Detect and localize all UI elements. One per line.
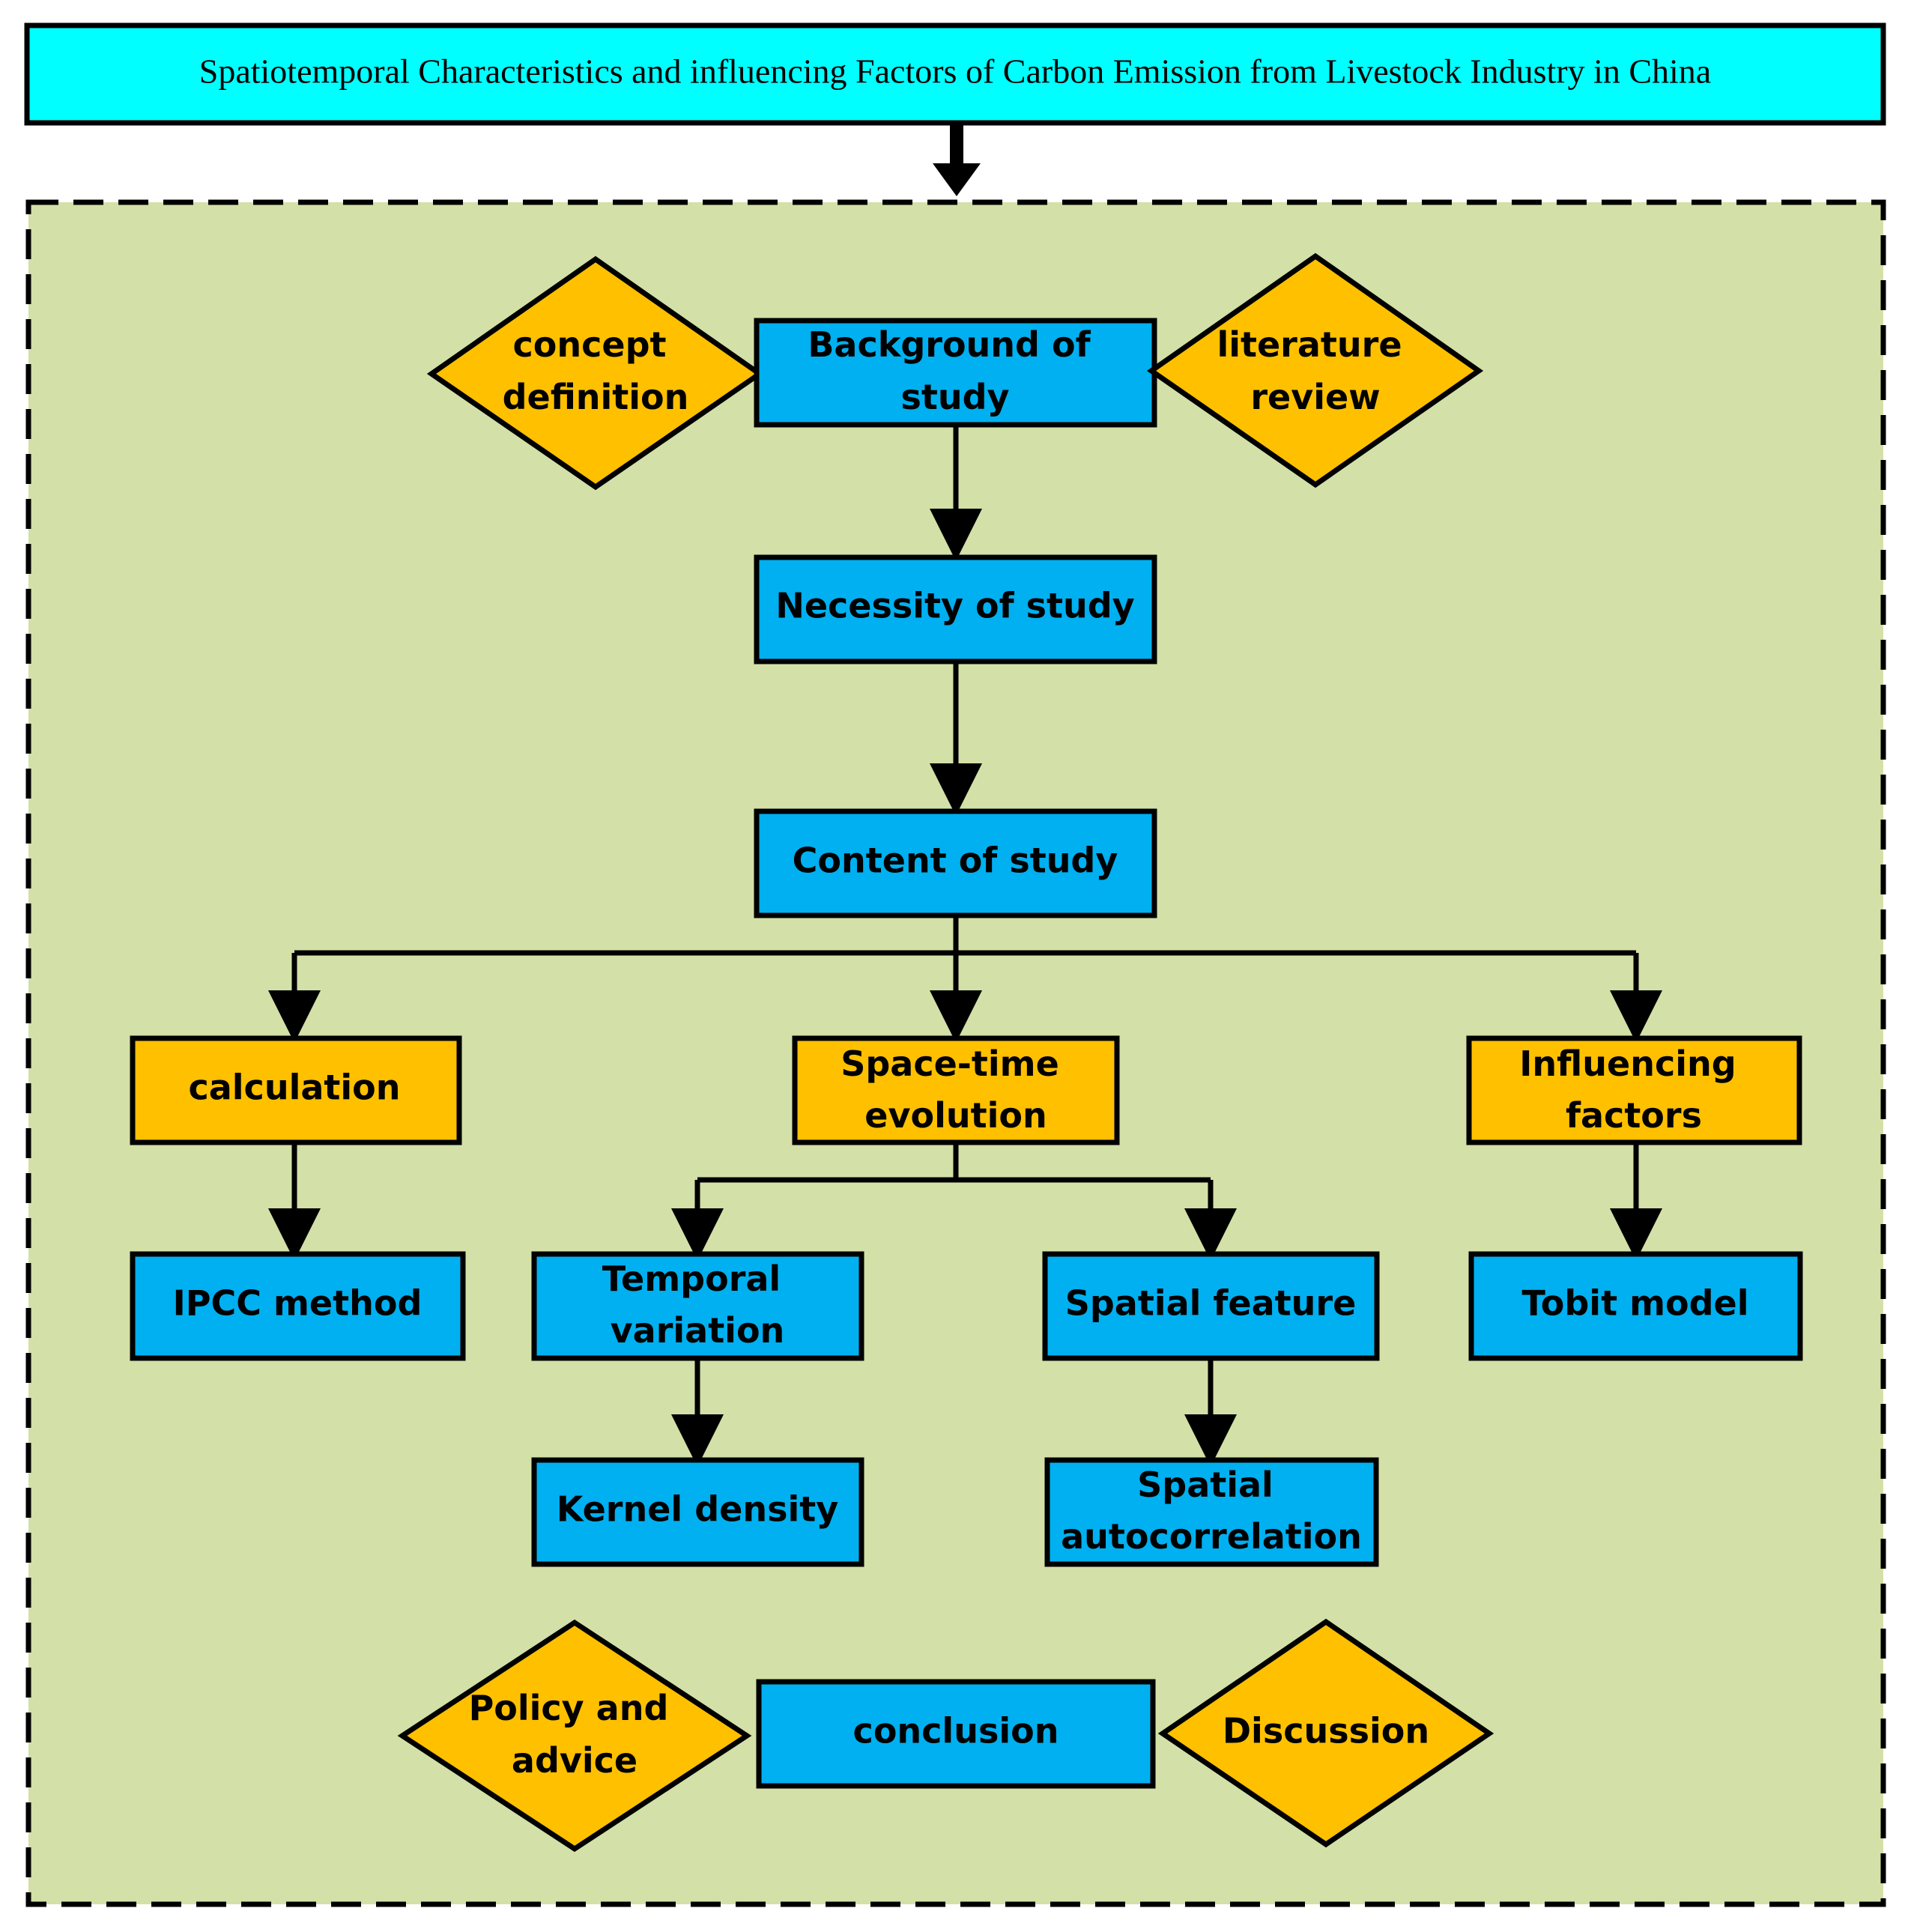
spatial-feature-box bbox=[1042, 1251, 1380, 1361]
influencing-factors-label: Influencing factors bbox=[1519, 1044, 1748, 1136]
temporal-variation-box bbox=[531, 1251, 864, 1361]
background-of-study-label: Background of study bbox=[808, 324, 1102, 417]
background-of-study-box bbox=[754, 318, 1157, 428]
policy-and-advice-label: Policy and advice bbox=[469, 1688, 681, 1781]
tobit-model-box bbox=[1468, 1251, 1803, 1361]
title-box bbox=[24, 22, 1886, 126]
necessity-of-study-label: Necessity of study bbox=[775, 586, 1134, 626]
tobit-model-label: Tobit model bbox=[1522, 1283, 1749, 1324]
literature-review-diamond bbox=[1146, 252, 1484, 488]
conclusion-box bbox=[756, 1679, 1156, 1789]
concept-definition-label: concept definition bbox=[503, 324, 689, 417]
content-of-study-label: Content of study bbox=[793, 841, 1118, 881]
ipcc-method-box bbox=[130, 1251, 466, 1361]
connectors bbox=[268, 425, 1662, 1467]
space-time-evolution-label: Space-time evolution bbox=[841, 1044, 1071, 1136]
conclusion-label: conclusion bbox=[853, 1711, 1059, 1751]
necessity-of-study-box bbox=[754, 554, 1157, 664]
discussion-diamond bbox=[1157, 1618, 1494, 1848]
literature-review-label: literature review bbox=[1217, 324, 1414, 417]
space-time-evolution-box bbox=[792, 1035, 1120, 1145]
calculation-box bbox=[130, 1035, 462, 1145]
temporal-variation-label: Temporal variation bbox=[602, 1259, 793, 1351]
policy-and-advice-diamond bbox=[397, 1619, 752, 1853]
spatial-autocorrelation-box bbox=[1044, 1457, 1379, 1567]
spatial-autocorrelation-label: Spatial autocorrelation bbox=[1061, 1465, 1362, 1557]
content-of-study-box bbox=[754, 808, 1157, 918]
kernel-density-box bbox=[531, 1457, 864, 1567]
discussion-label: Discussion bbox=[1223, 1711, 1429, 1751]
calculation-label: calculation bbox=[188, 1068, 400, 1108]
ipcc-method-label: IPCC method bbox=[173, 1283, 423, 1324]
title-to-panel-arrowhead bbox=[933, 163, 981, 196]
spatial-feature-label: Spatial feature bbox=[1065, 1283, 1357, 1324]
influencing-factors-box bbox=[1466, 1035, 1802, 1145]
kernel-density-label: Kernel density bbox=[557, 1489, 838, 1530]
title-text: Spatiotemporal Characteristics and influ… bbox=[199, 52, 1711, 91]
